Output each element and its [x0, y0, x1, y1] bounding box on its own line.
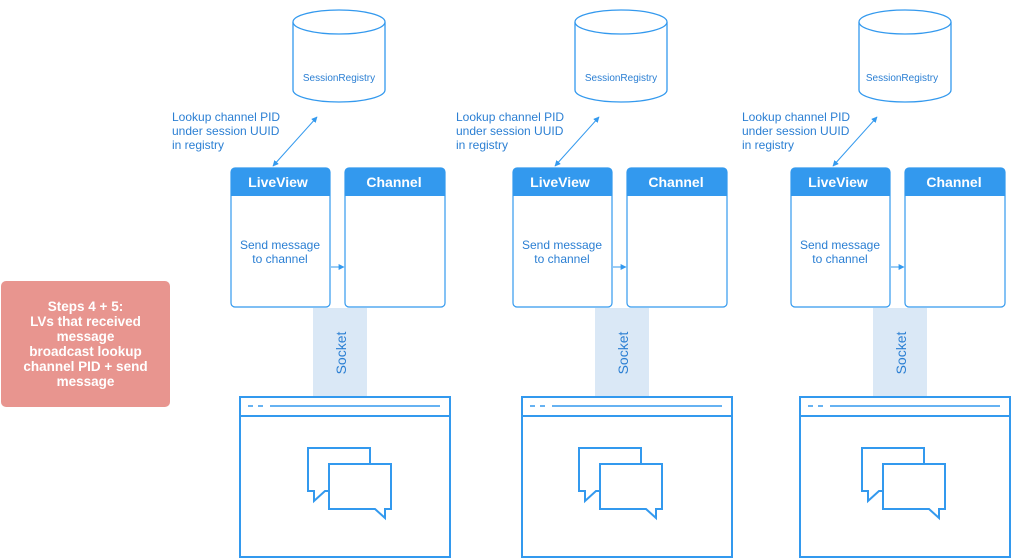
channel-title: Channel [926, 174, 981, 190]
liveview-body-line: Send message [800, 238, 880, 252]
lookup-line: under session UUID [172, 124, 280, 138]
liveview-body-line: Send message [522, 238, 602, 252]
steps-note-line: message [56, 374, 115, 389]
chat-bubbles-icon [578, 447, 663, 521]
lookup-line: Lookup channel PID [742, 110, 850, 124]
flow-group: SessionRegistry Lookup channel PID under… [742, 9, 1011, 558]
socket-connector [313, 308, 367, 397]
liveview-box: LiveView Send message to channel [512, 167, 613, 308]
database-icon [574, 9, 668, 103]
channel-box: Channel [344, 167, 446, 308]
lookup-arrow [832, 116, 878, 167]
channel-title: Channel [366, 174, 421, 190]
socket-connector [595, 308, 649, 397]
lookup-line: in registry [742, 138, 794, 152]
liveview-body-line: to channel [534, 252, 589, 266]
steps-note-line: Steps 4 + 5: [47, 299, 124, 314]
steps-note-line: LVs that received [30, 314, 141, 329]
liveview-body-line: to channel [812, 252, 867, 266]
lookup-line: Lookup channel PID [456, 110, 564, 124]
channel-box: Channel [626, 167, 728, 308]
socket-label: Socket [615, 331, 631, 374]
liveview-title: LiveView [248, 174, 308, 190]
liveview-body-line: to channel [252, 252, 307, 266]
liveview-title: LiveView [530, 174, 590, 190]
database-icon [858, 9, 952, 103]
liveview-box: LiveView Send message to channel [790, 167, 891, 308]
lookup-line: under session UUID [456, 124, 564, 138]
liveview-title: LiveView [808, 174, 868, 190]
lookup-note: Lookup channel PID under session UUID in… [456, 110, 567, 152]
lookup-arrow [272, 116, 318, 167]
registry-label: SessionRegistry [585, 73, 657, 84]
steps-note-line: broadcast lookup [29, 344, 142, 359]
socket-connector [873, 308, 927, 397]
chat-bubbles-icon [307, 447, 392, 521]
socket-label: Socket [333, 331, 349, 374]
flow-group: SessionRegistry Lookup channel PID under… [456, 9, 733, 558]
lookup-note: Lookup channel PID under session UUID in… [742, 110, 853, 152]
lookup-line: Lookup channel PID [172, 110, 280, 124]
chat-bubbles-icon [861, 447, 946, 521]
socket-label: Socket [893, 331, 909, 374]
registry-label: SessionRegistry [303, 73, 375, 84]
database-icon [292, 9, 386, 103]
liveview-body-line: Send message [240, 238, 320, 252]
lookup-line: under session UUID [742, 124, 850, 138]
lookup-note: Lookup channel PID under session UUID in… [172, 110, 283, 152]
channel-title: Channel [648, 174, 703, 190]
steps-note-line: message [56, 329, 115, 344]
steps-note-line: channel PID + send [23, 359, 148, 374]
liveview-box: LiveView Send message to channel [230, 167, 331, 308]
lookup-line: in registry [456, 138, 508, 152]
lookup-line: in registry [172, 138, 224, 152]
channel-box: Channel [904, 167, 1006, 308]
flow-group: SessionRegistry Lookup channel PID under… [172, 9, 451, 558]
lookup-arrow [554, 116, 600, 167]
registry-label: SessionRegistry [866, 73, 938, 84]
steps-note: Steps 4 + 5: LVs that received message b… [1, 281, 170, 407]
